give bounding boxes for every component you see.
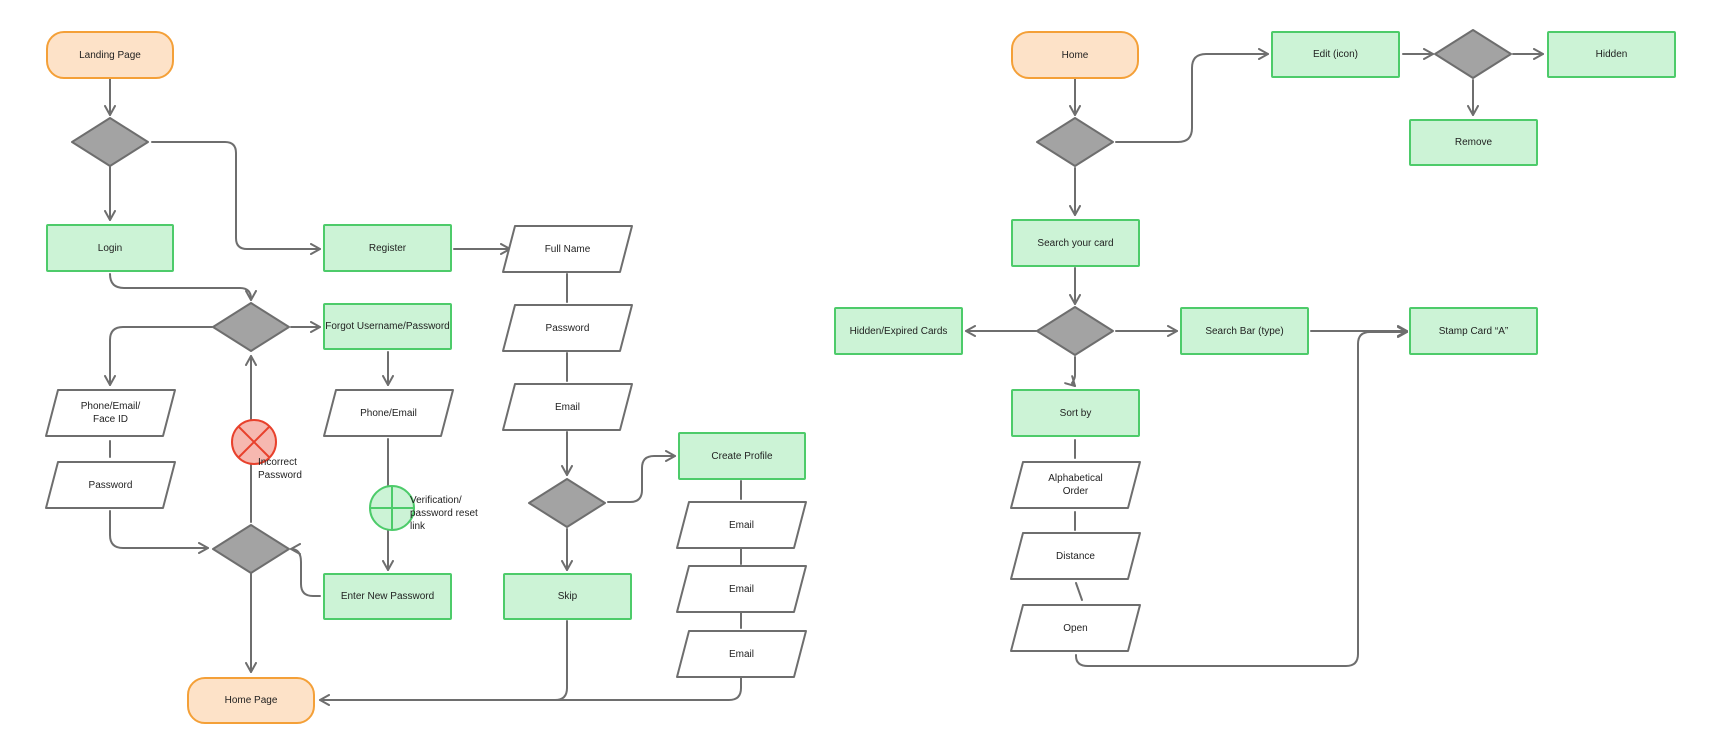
node-label: Phone/Email/ Face ID bbox=[80, 401, 141, 425]
verification-label: Verification/ password reset link bbox=[410, 495, 478, 532]
node-label: Email bbox=[728, 583, 754, 595]
decision-diamond bbox=[212, 524, 290, 574]
node-label: Stamp Card “A” bbox=[1438, 325, 1509, 337]
hidden-node: Hidden bbox=[1547, 31, 1676, 78]
node-label: Forgot Username/Password bbox=[325, 321, 450, 332]
search-bar-node: Search Bar (type) bbox=[1180, 307, 1309, 355]
skip-node: Skip bbox=[503, 573, 632, 620]
node-label: Full Name bbox=[544, 243, 591, 255]
node-label: Hidden/Expired Cards bbox=[849, 325, 948, 337]
node-label: Home bbox=[1061, 49, 1089, 61]
sort-by-node: Sort by bbox=[1011, 389, 1140, 437]
distance-option: Distance bbox=[1010, 532, 1141, 580]
decision-diamond bbox=[1036, 306, 1114, 356]
decision-diamond bbox=[1434, 29, 1512, 79]
full-name-input: Full Name bbox=[502, 225, 633, 273]
register-node: Register bbox=[323, 224, 452, 272]
home-node: Home bbox=[1011, 31, 1139, 79]
node-label: Alphabetical Order bbox=[1048, 473, 1103, 497]
node-label: Home Page bbox=[224, 695, 278, 706]
phone-email-input: Phone/Email bbox=[323, 389, 454, 437]
profile-email-input-2: Email bbox=[676, 565, 807, 613]
node-label: Search your card bbox=[1037, 237, 1114, 249]
node-label: Email bbox=[728, 648, 754, 660]
node-label: Search Bar (type) bbox=[1205, 325, 1284, 337]
password-input: Password bbox=[45, 461, 176, 509]
enter-new-password-node: Enter New Password bbox=[323, 573, 452, 620]
connector bbox=[319, 676, 742, 706]
node-label: Register bbox=[368, 242, 407, 254]
decision-diamond bbox=[1036, 117, 1114, 167]
decision-diamond bbox=[212, 302, 290, 352]
verification-plus-icon bbox=[369, 485, 415, 531]
stamp-card-node: Stamp Card “A” bbox=[1409, 307, 1538, 355]
alphabetical-order-option: Alphabetical Order bbox=[1010, 461, 1141, 509]
node-label: Edit (icon) bbox=[1312, 49, 1358, 60]
node-label: Hidden bbox=[1595, 49, 1628, 60]
profile-email-input-3: Email bbox=[676, 630, 807, 678]
connector bbox=[1075, 326, 1408, 667]
login-node: Login bbox=[46, 224, 174, 272]
connector bbox=[290, 543, 321, 597]
connector bbox=[1064, 356, 1076, 387]
home-page-node: Home Page bbox=[187, 677, 315, 724]
create-profile-node: Create Profile bbox=[678, 432, 806, 480]
node-label: Email bbox=[728, 519, 754, 531]
incorrect-password-label: Incorrect Password bbox=[258, 457, 302, 481]
connector bbox=[151, 141, 321, 255]
connector bbox=[104, 326, 213, 386]
connector bbox=[554, 620, 568, 701]
node-label: Skip bbox=[557, 591, 578, 602]
node-label: Enter New Password bbox=[340, 591, 435, 602]
decision-diamond bbox=[528, 478, 606, 528]
edit-icon-node: Edit (icon) bbox=[1271, 31, 1400, 78]
remove-node: Remove bbox=[1409, 119, 1538, 166]
node-label: Email bbox=[554, 401, 580, 413]
node-label: Open bbox=[1063, 622, 1088, 634]
node-label: Login bbox=[97, 242, 123, 254]
hidden-expired-cards-node: Hidden/Expired Cards bbox=[834, 307, 963, 355]
search-your-card-node: Search your card bbox=[1011, 219, 1140, 267]
node-label: Phone/Email bbox=[360, 407, 417, 419]
connector bbox=[1075, 582, 1083, 601]
connector bbox=[607, 450, 676, 503]
profile-email-input-1: Email bbox=[676, 501, 807, 549]
node-label: Password bbox=[88, 479, 133, 491]
landing-page-node: Landing Page bbox=[46, 31, 174, 79]
error-x-icon bbox=[231, 419, 277, 465]
phone-email-faceid-input: Phone/Email/ Face ID bbox=[45, 389, 176, 437]
connector bbox=[1115, 48, 1269, 143]
node-label: Create Profile bbox=[711, 450, 773, 462]
decision-diamond bbox=[71, 117, 149, 167]
node-label: Landing Page bbox=[79, 49, 141, 61]
node-label: Distance bbox=[1056, 550, 1095, 562]
node-label: Sort by bbox=[1059, 407, 1092, 419]
connector bbox=[109, 510, 209, 554]
register-email-input: Email bbox=[502, 383, 633, 431]
node-label: Password bbox=[545, 322, 590, 334]
open-option: Open bbox=[1010, 604, 1141, 652]
node-label: Remove bbox=[1454, 137, 1493, 148]
register-password-input: Password bbox=[502, 304, 633, 352]
forgot-credentials-node: Forgot Username/Password bbox=[323, 303, 452, 350]
connector bbox=[109, 273, 257, 301]
